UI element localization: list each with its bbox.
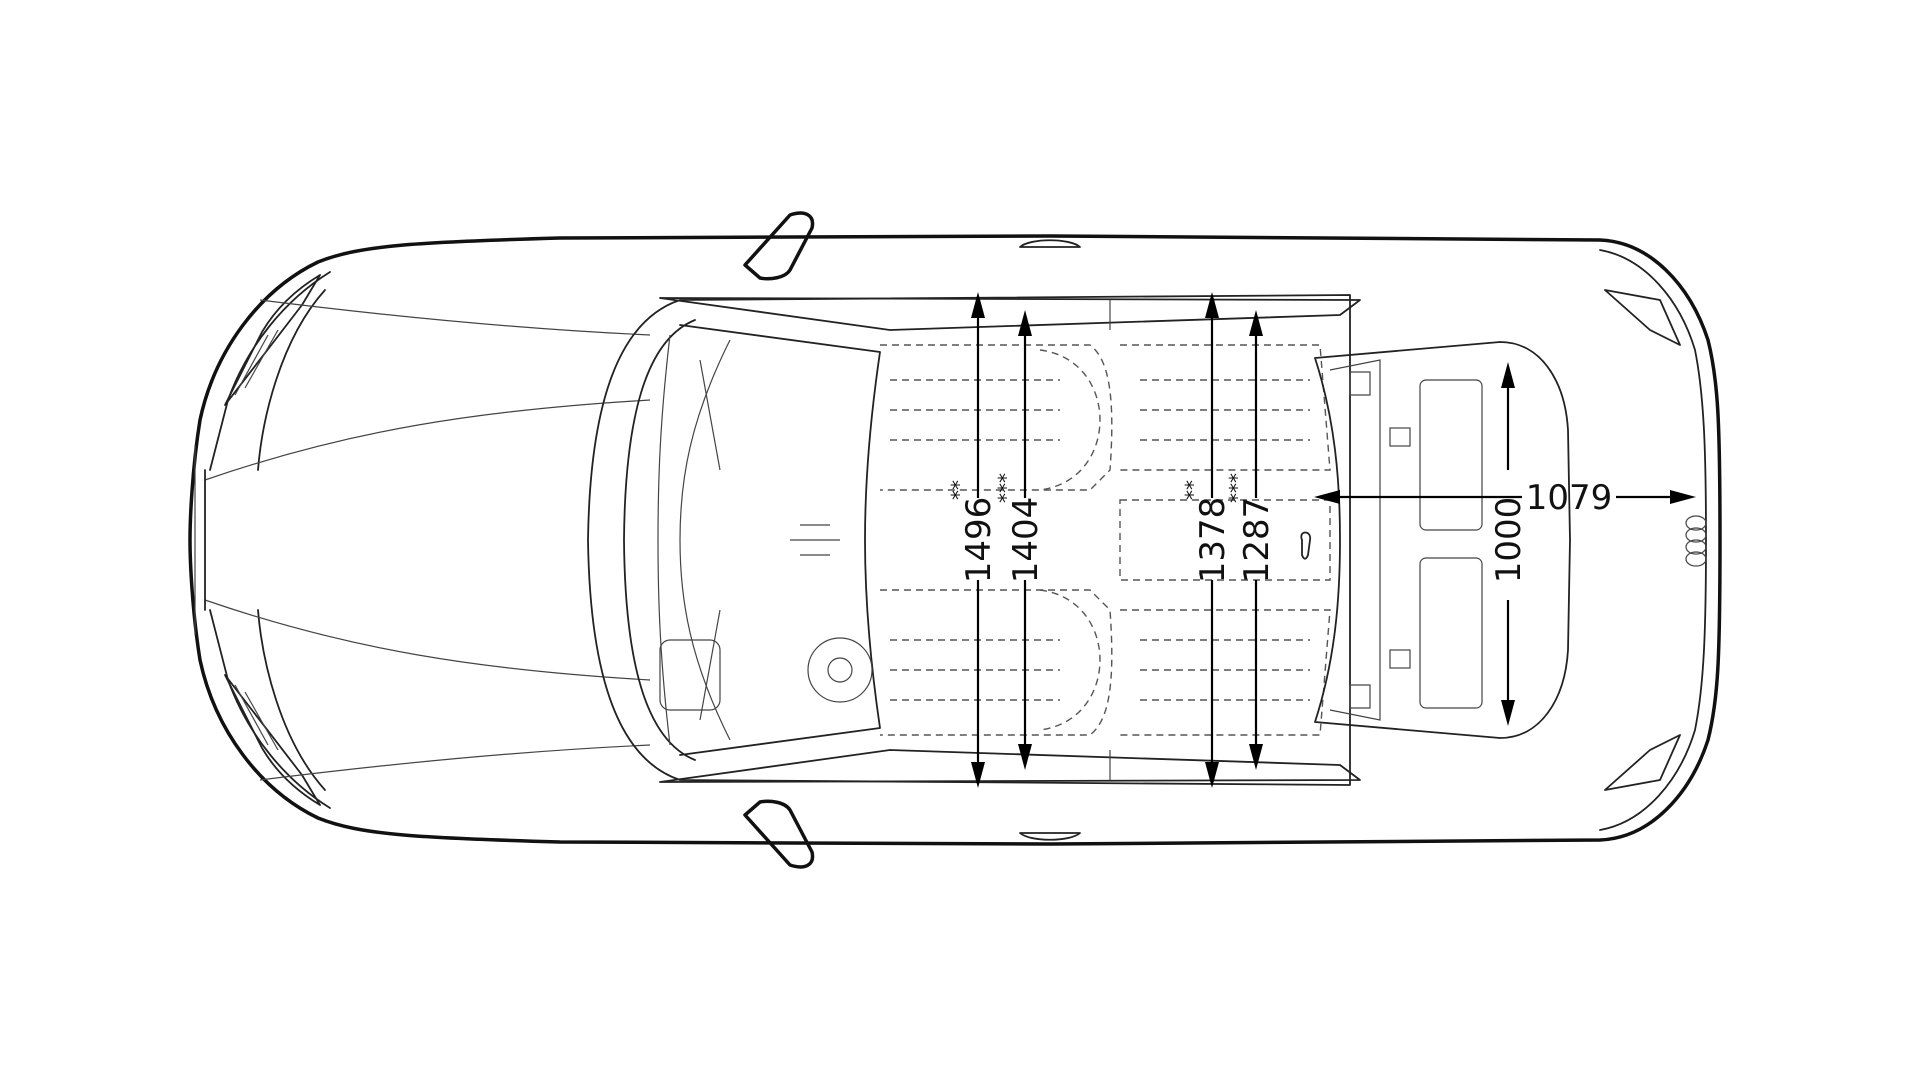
cabin-outline <box>587 294 1361 786</box>
dimension-1378-note: ** <box>1181 480 1205 500</box>
front-seats <box>880 344 1113 736</box>
car-body <box>188 234 1722 846</box>
dimension-1079-value: 1079 <box>1526 478 1613 518</box>
tail-lights <box>1604 289 1681 791</box>
left-mirror <box>743 211 815 281</box>
right-headlight <box>224 674 321 806</box>
dashboard <box>659 339 873 741</box>
hood <box>194 299 651 781</box>
dimension-1000: 1000 <box>1489 362 1529 726</box>
dimension-1404-value: 1404 <box>1006 497 1046 584</box>
dimension-1079: 1079 <box>1314 478 1696 518</box>
dimension-1496: 1496 ** <box>947 292 999 788</box>
dimension-1404: 1404 *** <box>994 310 1046 770</box>
door-handles <box>1019 239 1081 841</box>
brand-rings-logo <box>1685 515 1707 567</box>
dimension-1287-note: *** <box>1225 473 1249 503</box>
dimension-1287: 1287 *** <box>1225 310 1277 770</box>
right-mirror <box>743 799 815 869</box>
dimension-1404-note: *** <box>994 473 1018 503</box>
dimension-1496-value: 1496 <box>959 497 999 584</box>
left-headlight <box>224 274 321 406</box>
windshield <box>657 324 881 756</box>
dimension-1496-note: ** <box>947 480 971 500</box>
dimension-1378: 1378 ** <box>1181 292 1233 788</box>
rear-seats <box>1119 344 1331 736</box>
dimension-1378-value: 1378 <box>1193 497 1233 584</box>
dimension-1000-value: 1000 <box>1489 497 1529 584</box>
dimension-1287-value: 1287 <box>1237 497 1277 584</box>
trunk <box>1314 341 1571 739</box>
